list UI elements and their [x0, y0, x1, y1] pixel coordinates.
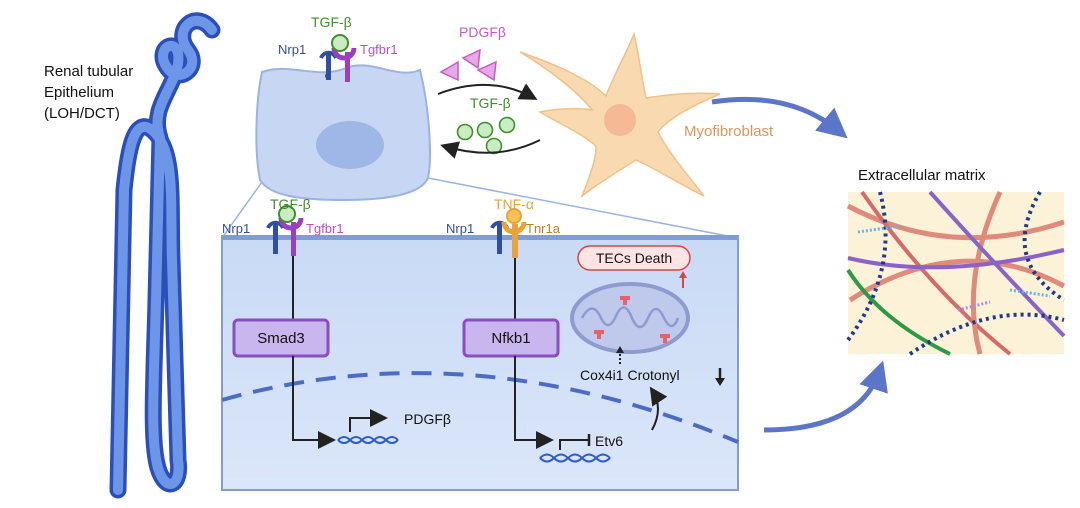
- tubule-label-line2: Epithelium: [44, 84, 114, 101]
- panel-tgfb-receptor: [266, 205, 304, 256]
- panel-tgfbr1-label: Tgfbr1: [306, 221, 344, 236]
- arrow-to-cell: [440, 139, 541, 159]
- panel-nrp1-left-label: Nrp1: [222, 221, 250, 236]
- panel-tnfa-label: TNF-α: [494, 196, 534, 212]
- pdgfb-transcription-arrow: [349, 409, 388, 432]
- cell-nucleus: [316, 121, 384, 169]
- signaling-panel: [221, 235, 739, 491]
- cox-crotonyl-label: Cox4i1 Crotonyl: [580, 367, 680, 383]
- arrow-myofibroblast-to-ecm: [711, 96, 848, 139]
- arrow-to-myofibroblast: [437, 83, 538, 100]
- pdgfb-gene-label: PDGFβ: [404, 411, 451, 427]
- smad3-to-gene-arrow: [292, 356, 336, 449]
- cox-to-mito-arrowhead: [616, 346, 624, 353]
- tgfb-mid-label: TGF-β: [470, 95, 511, 111]
- tgfb-ligands: [456, 116, 516, 155]
- nfkb1-to-gene-arrow: [514, 356, 554, 449]
- renal-tubule: [109, 12, 221, 499]
- crotonyl-down-arrowhead: [715, 378, 725, 386]
- nfkb1-label: Nfkb1: [491, 330, 530, 347]
- dna-pdgfb: [337, 436, 399, 444]
- arrow-panel-to-ecm: [763, 360, 888, 433]
- top-tgfbr1-label: Tgfbr1: [360, 42, 398, 57]
- panel-tnf-receptor: [490, 208, 527, 258]
- mito-proteins: [594, 296, 670, 343]
- tecs-death-label: TECs Death: [596, 250, 672, 266]
- ecm-title: Extracellular matrix: [858, 167, 986, 184]
- top-nrp1-label: Nrp1: [278, 42, 306, 57]
- mitochondrion-cristae: [580, 306, 680, 329]
- dna-etv6: [539, 453, 611, 463]
- smad3-label: Smad3: [257, 330, 305, 347]
- myofibroblast-nucleus: [604, 104, 636, 136]
- zoom-line-right: [427, 177, 739, 239]
- top-receptor-complex: [319, 34, 357, 82]
- etv6-label: Etv6: [595, 433, 623, 449]
- ecm-image: [846, 190, 1066, 356]
- pdgfb-top-label: PDGFβ: [459, 24, 506, 40]
- smad3-box: [232, 318, 330, 358]
- mitochondrion: [570, 282, 690, 354]
- myofibroblast-label: Myofibroblast: [684, 123, 774, 140]
- panel-tgfb-label: TGF-β: [270, 196, 311, 212]
- etv6-to-cox-arrow: [649, 386, 668, 431]
- nfkb1-box: [462, 318, 560, 358]
- etv6-inhibition: [559, 439, 588, 450]
- top-tgfb-label: TGF-β: [311, 14, 352, 30]
- pdgfb-ligands: [439, 48, 497, 82]
- panel-nrp1-right-label: Nrp1: [446, 221, 474, 236]
- nuclear-envelope: [221, 371, 739, 444]
- tubule-label-line1: Renal tubular: [44, 63, 133, 80]
- panel-tnr1a-label: Tnr1a: [526, 221, 561, 236]
- tubule-label-line3: (LOH/DCT): [44, 105, 120, 122]
- zoom-line-left: [221, 181, 263, 239]
- mito-to-death-arrowhead: [679, 271, 687, 278]
- tecs-death-box: [577, 245, 691, 271]
